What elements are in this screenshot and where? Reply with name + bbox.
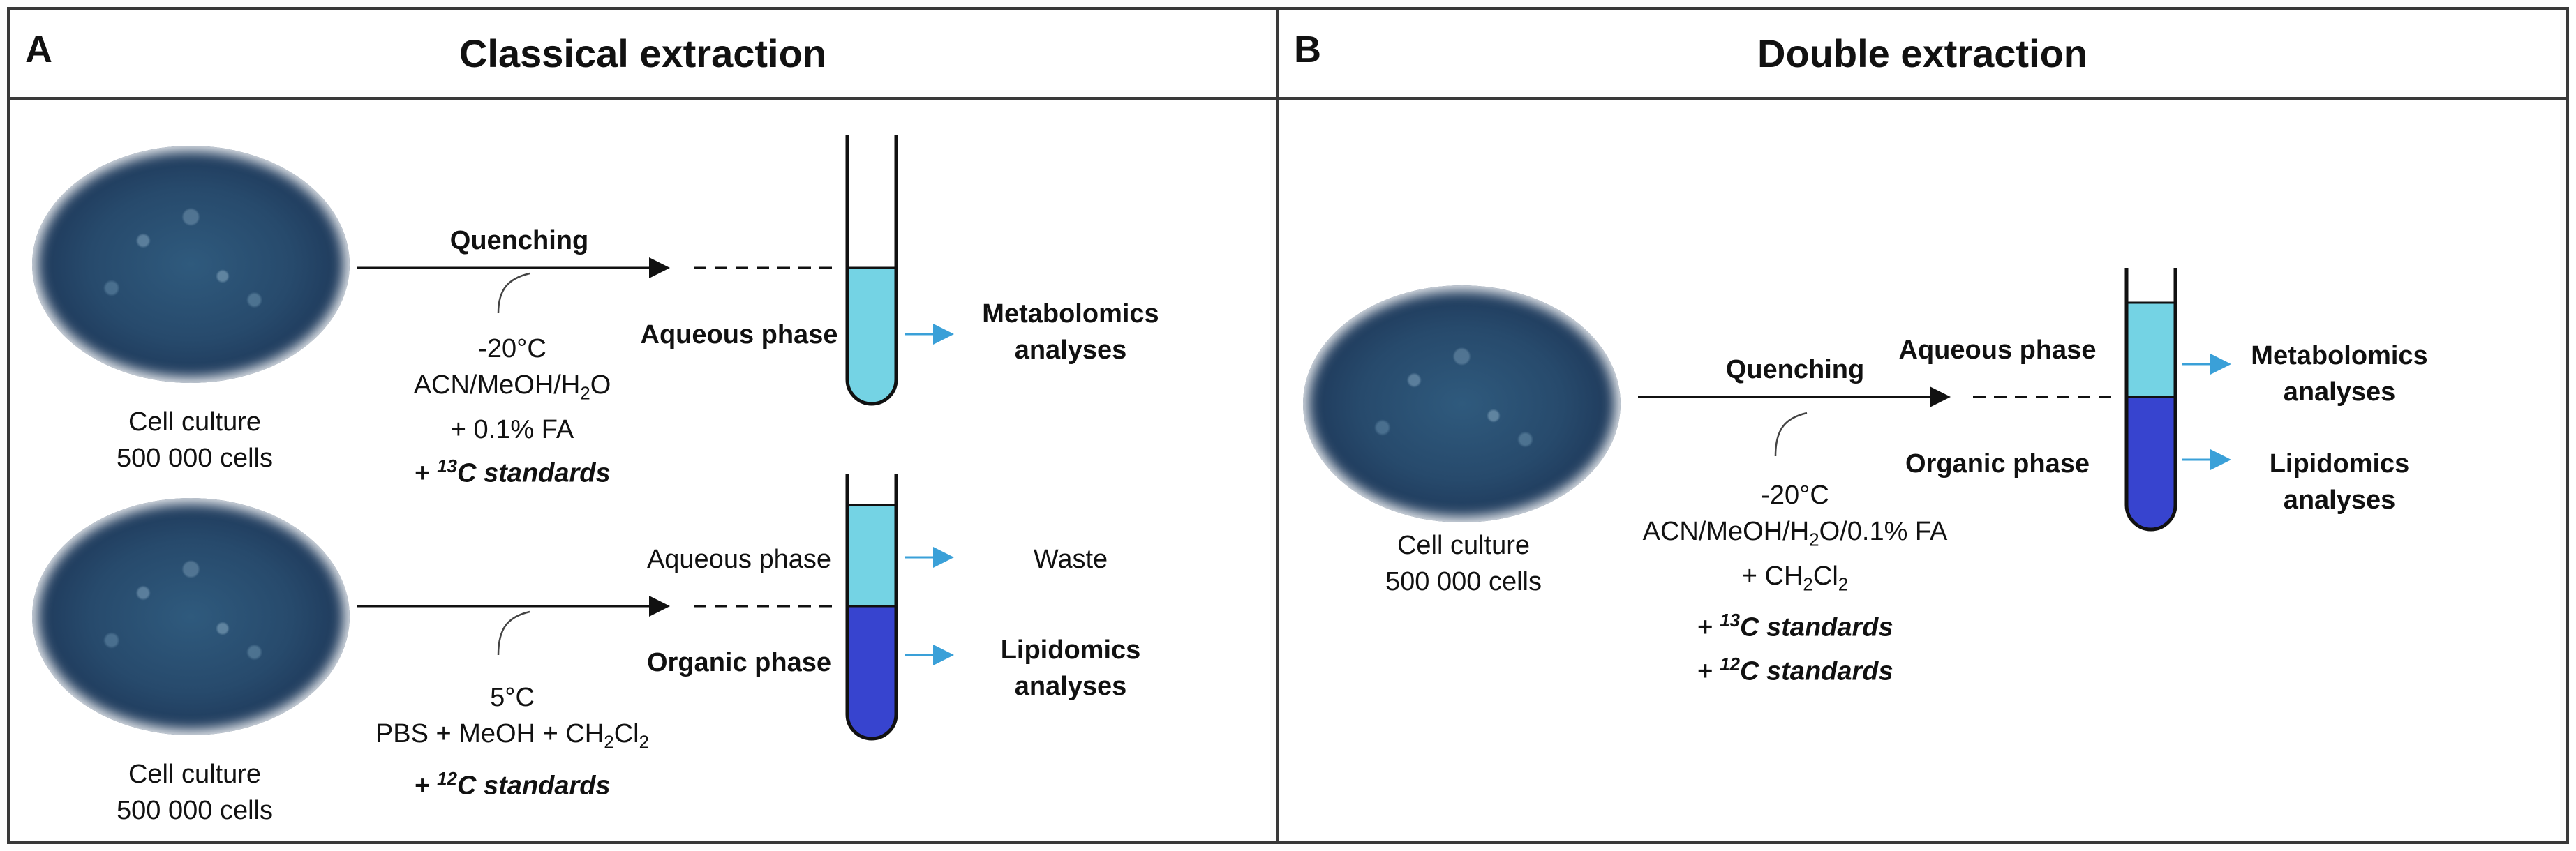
test-tube-b <box>2124 268 2177 532</box>
panel-b-letter: B <box>1294 29 1321 70</box>
metabolomics-output-b: Metabolomics analyses <box>2251 341 2428 407</box>
curved-arrow-b <box>1774 412 1808 457</box>
panel-b-diagram-lines <box>1638 268 2231 532</box>
aqueous-phase-label-a-bottom: Aqueous phase <box>646 545 832 574</box>
waste-output-a: Waste <box>1033 545 1108 574</box>
quenching-label-a: Quenching <box>449 226 589 255</box>
cell-culture-image-a-bottom <box>32 498 350 735</box>
metabolomics-output-a: Metabolomics analyses <box>982 299 1159 365</box>
cell-culture-image-b <box>1303 285 1621 522</box>
cell-culture-label-a-top: Cell culture 500 000 cells <box>117 407 273 473</box>
cell-culture-image-a-top <box>32 146 350 383</box>
panel-a-diagram-lines <box>357 135 954 741</box>
organic-phase-label-a-bottom: Organic phase <box>647 648 831 677</box>
aqueous-phase-label-a-top: Aqueous phase <box>640 320 838 349</box>
conditions-a-bottom: 5°C PBS + MeOH + CH2Cl2 + 12C standards <box>375 683 650 801</box>
panel-a-letter: A <box>25 29 52 70</box>
test-tube-a-bottom <box>845 474 898 741</box>
panel-b: B Double extraction Cell culture 500 000… <box>1276 7 2569 844</box>
organic-phase-label-b: Organic phase <box>1905 449 2090 479</box>
cell-culture-label-b: Cell culture 500 000 cells <box>1385 531 1542 596</box>
curved-arrow-a-bottom <box>497 610 530 656</box>
conditions-a-top: -20°C ACN/MeOH/H2O + 0.1% FA + 13C stand… <box>413 334 611 488</box>
panel-a-title: Classical extraction <box>459 31 827 75</box>
cell-culture-label-a-bottom: Cell culture 500 000 cells <box>117 760 273 825</box>
quenching-label-b: Quenching <box>1725 355 1865 384</box>
curved-arrow-a-top <box>497 272 530 314</box>
lipidomics-output-b: Lipidomics analyses <box>2269 449 2410 515</box>
lipidomics-output-a: Lipidomics analyses <box>1000 635 1141 701</box>
conditions-b: -20°C ACN/MeOH/H2O/0.1% FA + CH2Cl2 + 13… <box>1642 481 1948 686</box>
test-tube-a-top <box>845 135 898 406</box>
panel-b-header: B Double extraction <box>1279 10 2566 100</box>
panel-a-header: A Classical extraction <box>10 10 1276 100</box>
aqueous-phase-label-b: Aqueous phase <box>1898 336 2097 365</box>
panel-b-title: Double extraction <box>1757 31 2087 75</box>
panel-a: A Classical extraction Cell culture 500 … <box>7 7 1279 844</box>
